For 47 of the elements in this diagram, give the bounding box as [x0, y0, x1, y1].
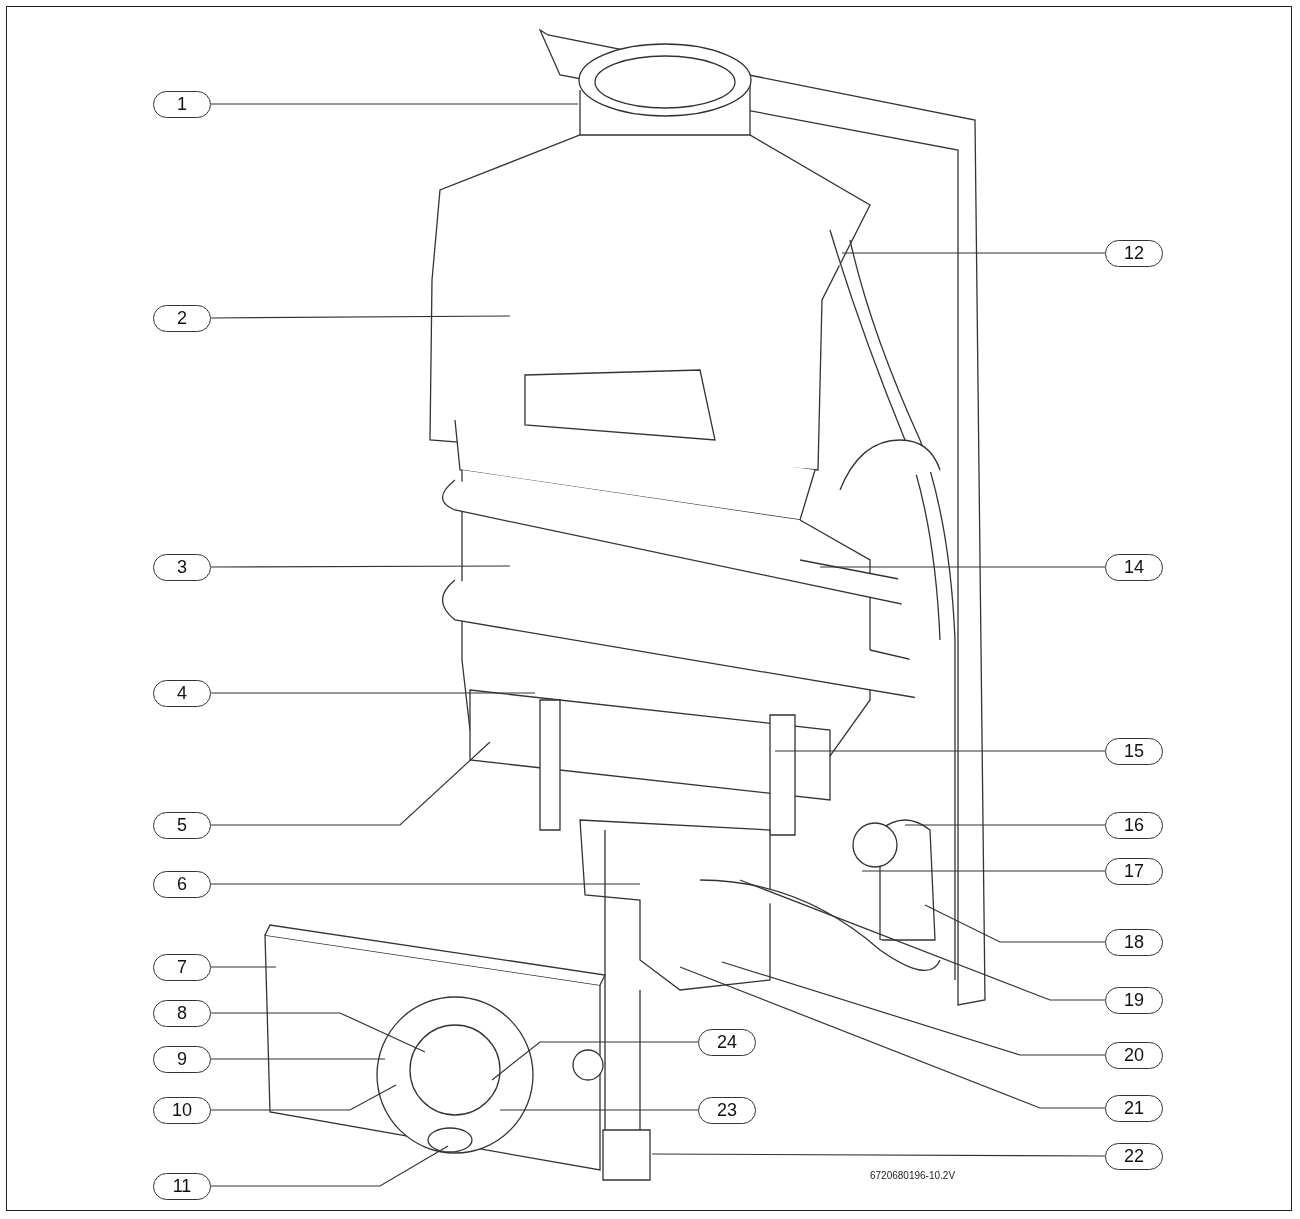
- leader-line: [210, 1084, 397, 1111]
- callout-number: 3: [153, 553, 211, 581]
- callout-number: 21: [1105, 1094, 1163, 1122]
- leader-line: [841, 252, 1106, 254]
- leader-line: [210, 103, 579, 105]
- callout-number: 14: [1105, 553, 1163, 581]
- callout-number: 7: [153, 953, 211, 981]
- callout-number: 17: [1105, 857, 1163, 885]
- callout-number: 9: [153, 1045, 211, 1073]
- drawing-number: 6720680196-10.2V: [870, 1170, 956, 1181]
- leader-line: [679, 966, 1106, 1109]
- callout-number: 10: [153, 1096, 211, 1124]
- leader-line: [499, 1109, 699, 1111]
- leader-line: [210, 966, 277, 968]
- callout-number: 4: [153, 679, 211, 707]
- callout-number: 24: [698, 1028, 756, 1056]
- leader-line: [210, 741, 491, 826]
- callout-number: 11: [153, 1172, 211, 1200]
- callout-number: 20: [1105, 1041, 1163, 1069]
- leader-line: [774, 750, 1106, 752]
- leader-line: [210, 1145, 449, 1187]
- leader-line: [210, 883, 641, 885]
- callout-number: 16: [1105, 811, 1163, 839]
- leader-line: [210, 565, 511, 568]
- callout-number: 18: [1105, 928, 1163, 956]
- callout-number: 19: [1105, 986, 1163, 1014]
- leader-line: [210, 692, 536, 694]
- leader-line: [721, 961, 1106, 1056]
- callout-number: 15: [1105, 737, 1163, 765]
- leader-line: [819, 566, 1106, 568]
- callout-number: 1: [153, 90, 211, 118]
- callout-number: 23: [698, 1096, 756, 1124]
- leader-line: [861, 870, 1106, 872]
- callout-number: 12: [1105, 239, 1163, 267]
- leader-line: [210, 1058, 386, 1060]
- leader-line: [491, 1041, 699, 1081]
- callout-number: 6: [153, 870, 211, 898]
- callout-number: 8: [153, 999, 211, 1027]
- callout-number: 22: [1105, 1142, 1163, 1170]
- leader-line: [924, 904, 1106, 943]
- leader-line: [210, 1012, 426, 1053]
- leader-line: [904, 824, 1106, 826]
- leader-line: [210, 315, 511, 319]
- leader-line: [651, 1153, 1106, 1157]
- callout-number: 2: [153, 304, 211, 332]
- leader-line: [739, 879, 1106, 1001]
- callout-number: 5: [153, 811, 211, 839]
